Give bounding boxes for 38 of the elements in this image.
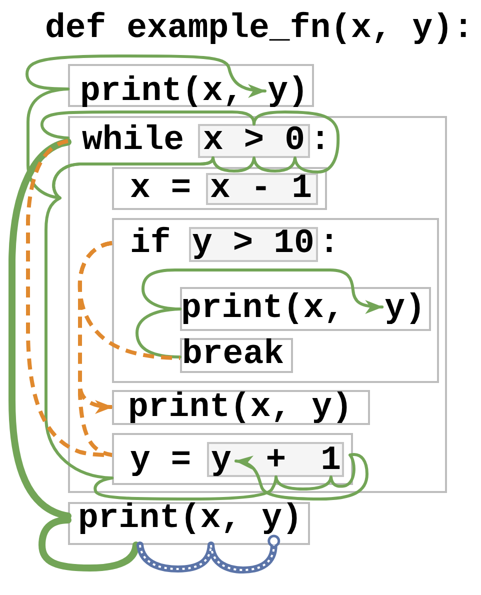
thick-connector <box>38 516 140 572</box>
connector <box>40 110 256 140</box>
condition-box <box>198 124 310 158</box>
code-text: y = <box>130 446 192 476</box>
thick-connector <box>8 138 72 520</box>
code-text: y > 10 <box>192 229 314 259</box>
arrow <box>142 268 384 314</box>
code-text: : <box>310 126 330 156</box>
statement-box <box>68 64 314 107</box>
connector <box>44 156 214 480</box>
connector <box>212 110 340 174</box>
code-text: print(x, y) <box>80 77 308 107</box>
code-text: break <box>182 340 284 370</box>
code-text: x > 0 <box>203 126 306 156</box>
statement-box <box>68 502 310 545</box>
statement-box <box>112 390 370 425</box>
conditional-block <box>112 218 439 383</box>
code-text: : <box>319 229 340 259</box>
arrow <box>26 54 266 98</box>
connector <box>94 476 278 500</box>
connector <box>136 308 182 358</box>
dotted-connector <box>136 534 280 574</box>
code-text: print(x, y) <box>181 294 426 324</box>
code-text: y + 1 <box>211 446 342 476</box>
statement-box <box>180 338 293 373</box>
statement-box <box>180 287 431 331</box>
function-signature: def example_fn(x, y): <box>45 14 474 44</box>
code-text: x = <box>130 174 192 204</box>
arrow <box>234 453 368 500</box>
loop-block <box>68 116 447 493</box>
statement-box <box>112 433 353 485</box>
code-text: x - 1 <box>210 174 312 204</box>
code-text: print(x, y) <box>128 393 352 423</box>
code-text: print(x, y) <box>78 504 302 534</box>
dashed-connector <box>78 241 112 457</box>
code-text: while <box>82 126 184 156</box>
code-text: if <box>130 229 171 259</box>
statement-box <box>112 167 327 210</box>
